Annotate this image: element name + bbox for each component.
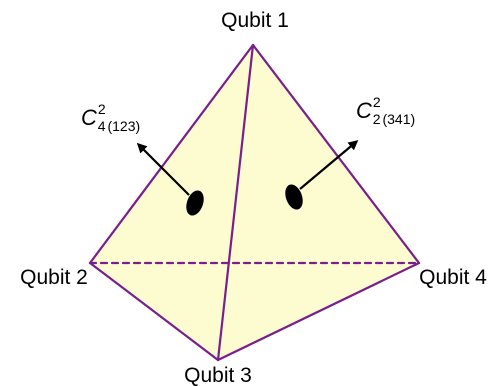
vertex-label-left: Qubit 2 <box>20 266 88 289</box>
vertex-label-top: Qubit 1 <box>221 9 289 32</box>
face-marker-dot-right <box>285 184 303 210</box>
vertex-label-bottom: Qubit 3 <box>184 364 252 386</box>
marker-label-left-sub-paren: (123) <box>107 118 140 134</box>
edge-3-4 <box>216 261 421 362</box>
face-123 <box>90 45 253 360</box>
edge-1-3 <box>216 43 255 362</box>
marker-label-left-sup: 2 <box>98 101 106 117</box>
arrow-right <box>299 140 359 190</box>
marker-label-right-sup: 2 <box>373 94 381 110</box>
marker-label-right-sub: 2 <box>373 111 381 127</box>
marker-label-left-symbol: C <box>81 105 97 130</box>
vertex-label-right: Qubit 4 <box>419 266 487 289</box>
edge-1-4 <box>251 43 421 265</box>
edge-1-2 <box>88 43 255 265</box>
edge-2-3 <box>88 261 220 362</box>
face-marker-dot-left <box>186 190 204 216</box>
arrow-left <box>136 142 190 196</box>
marker-label-right-sub-paren: (341) <box>382 111 415 127</box>
marker-label-left-sub: 4 <box>98 118 106 134</box>
marker-label-right-symbol: C <box>356 98 372 123</box>
face-341 <box>218 45 419 360</box>
